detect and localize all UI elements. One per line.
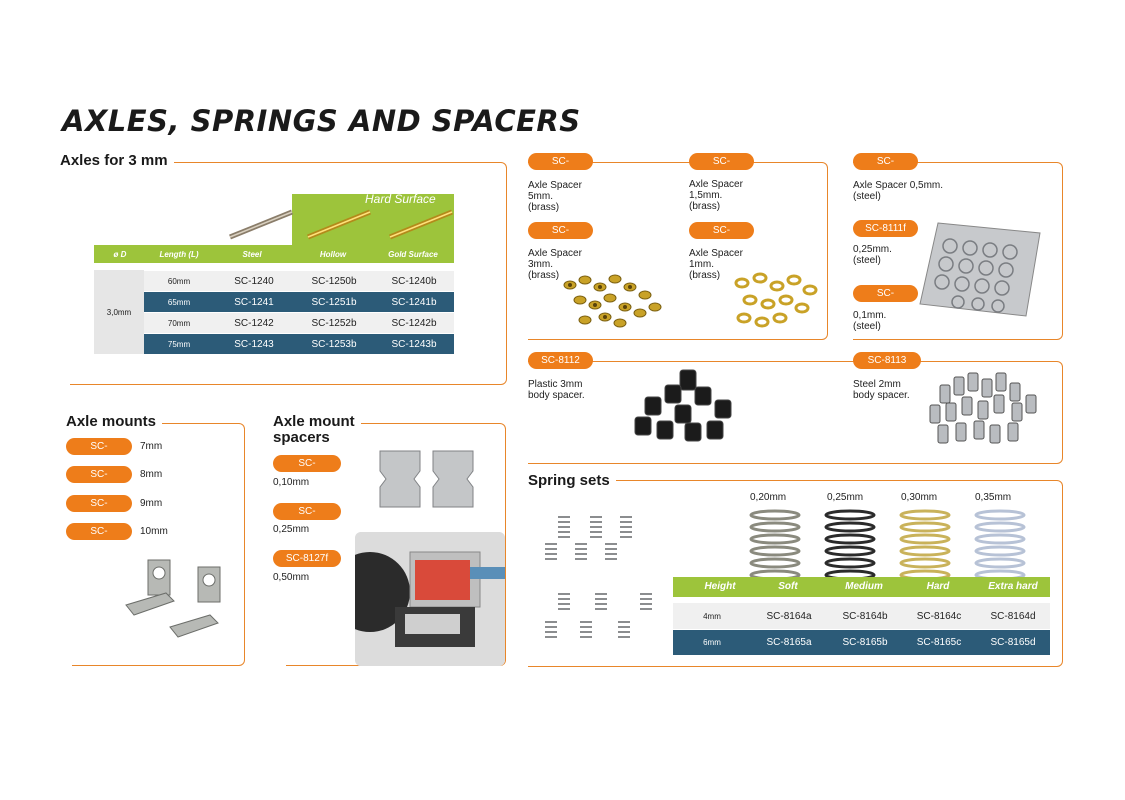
badge-sc8111f: SC-8111f: [853, 220, 918, 237]
axles-section-title: Axles for 3 mm: [60, 152, 174, 169]
spacers-frame-right: [853, 162, 1063, 340]
spring-header-medium: Medium: [845, 581, 883, 592]
spring-size-2: 0,25mm: [827, 492, 864, 503]
small-springs-image: [545, 516, 652, 638]
axle-rods-image: [229, 194, 454, 250]
table-row: 60mm SC-1240 SC-1250b SC-1240b: [144, 271, 454, 291]
plastic-spacers-image: [634, 369, 732, 442]
steel-shim-sheet-image: [919, 222, 1041, 317]
size-sc8127e: 0,25mm: [273, 524, 310, 535]
badge-sc8147c: SC-8147c: [66, 495, 132, 526]
badge-sc8111b: SC-8111b: [528, 222, 593, 253]
table-row: 70mm SC-1242 SC-1252b SC-1242b: [144, 313, 454, 333]
spring-sets-title: Spring sets: [528, 472, 616, 489]
diameter-value: 3,0mm: [106, 308, 132, 317]
header-gold: Gold Surface: [388, 250, 438, 259]
badge-sc8147d: SC-8147d: [66, 523, 132, 554]
badge-sc8111d: SC-8111d: [689, 222, 754, 253]
badge-sc8127e: SC-8127e: [273, 503, 341, 534]
hard-surface-label: Hard Surface: [365, 192, 436, 206]
table-row: 6mm SC-8165a SC-8165b SC-8165c SC-8165d: [673, 630, 1050, 655]
spring-table-header: [673, 577, 1050, 597]
spring-header-hard: Hard: [926, 581, 950, 592]
size-sc8147a: 7mm: [140, 441, 163, 452]
badge-sc8111g: SC-8111g: [853, 285, 918, 316]
axle-mount-spacers-title-2: spacers: [273, 429, 336, 446]
badge-sc8127d: SC-8127d: [273, 455, 341, 486]
body-spacers-frame: [528, 361, 1063, 464]
brass-thin-spacers-image: [734, 272, 818, 328]
badge-sc8112: SC-8112: [528, 352, 593, 369]
axle-mount-spacers-title-1: Axle mount: [273, 413, 361, 430]
badge-sc8111e: SC-8111e: [853, 153, 918, 184]
desc-sc8111a: Axle Spacer 5mm. (brass): [528, 180, 582, 213]
axles-table-header: [94, 245, 454, 263]
desc-sc8113: Steel 2mm body spacer.: [853, 379, 910, 401]
size-sc8127f: 0,50mm: [273, 572, 310, 583]
size-sc8147b: 8mm: [140, 469, 163, 480]
spring-header-soft: Soft: [778, 581, 798, 592]
badge-sc8147b: SC-8147b: [66, 466, 132, 497]
spring-size-4: 0,35mm: [975, 492, 1012, 503]
spring-header-xhard: Extra hard: [988, 581, 1038, 592]
desc-sc8112: Plastic 3mm body spacer.: [528, 379, 585, 401]
desc-sc8111c: Axle Spacer 1,5mm. (brass): [689, 179, 743, 212]
desc-sc8111d: Axle Spacer 1mm. (brass): [689, 248, 743, 281]
header-length: Length (L): [159, 250, 199, 259]
page-title: AXLES, SPRINGS AND SPACERS: [62, 104, 581, 138]
desc-sc8111f: 0,25mm. (steel): [853, 244, 892, 266]
steel-spacers-image: [929, 372, 1037, 444]
spring-size-3: 0,30mm: [901, 492, 938, 503]
header-diameter: ø D: [113, 250, 127, 259]
spring-size-1: 0,20mm: [750, 492, 787, 503]
header-steel: Steel: [242, 250, 262, 259]
size-sc8147c: 9mm: [140, 498, 163, 509]
size-sc8147d: 10mm: [140, 526, 168, 537]
spring-sets-frame: [528, 480, 1063, 667]
badge-sc8111c: SC-8111c: [689, 153, 754, 184]
diameter-cell: [94, 270, 144, 354]
table-row: 65mm SC-1241 SC-1251b SC-1241b: [144, 292, 454, 312]
badge-sc8113: SC-8113: [853, 352, 921, 369]
header-hollow: Hollow: [319, 250, 347, 259]
spacers-frame-left: [528, 162, 828, 340]
table-row: 4mm SC-8164a SC-8164b SC-8164c SC-8164d: [673, 603, 1050, 629]
desc-sc8111e: Axle Spacer 0,5mm. (steel): [853, 180, 944, 202]
badge-sc8111a: SC-8111a: [528, 153, 593, 184]
spring-header-height: Height: [704, 581, 736, 592]
badge-sc8147a: SC-8147a: [66, 438, 132, 469]
chassis-photo: [355, 532, 505, 666]
table-row: 75mm SC-1243 SC-1253b SC-1243b: [144, 334, 454, 354]
axles-frame: [70, 162, 507, 385]
large-springs-image: [749, 509, 1026, 581]
desc-sc8111b: Axle Spacer 3mm. (brass): [528, 248, 582, 281]
brass-spacers-image: [563, 274, 662, 328]
axle-mount-parts-image: [125, 559, 221, 638]
desc-sc8111g: 0,1mm. (steel): [853, 310, 887, 332]
axle-mounts-title: Axle mounts: [66, 413, 163, 430]
badge-sc8127f: SC-8127f: [273, 550, 341, 567]
size-sc8127d: 0,10mm: [273, 477, 310, 488]
mount-shims-image: [379, 450, 474, 508]
